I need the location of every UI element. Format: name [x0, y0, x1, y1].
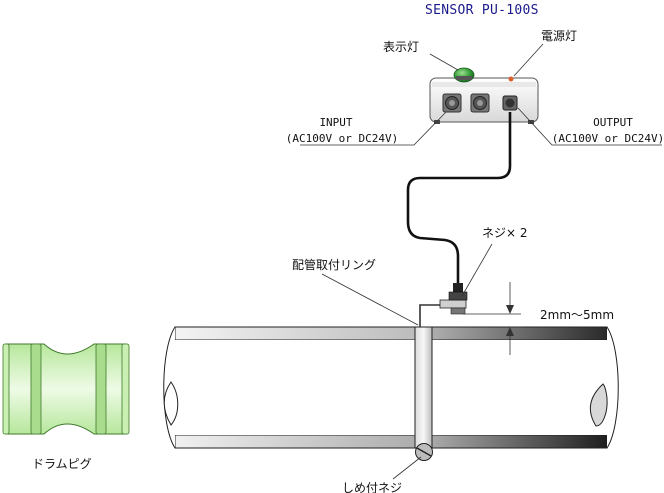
sensor-box: [429, 67, 539, 124]
pipe: [163, 326, 619, 449]
input-connector-icon: [442, 93, 462, 113]
screws-label: ネジ× 2: [482, 226, 528, 240]
gap-label: 2mm～5mm: [540, 308, 614, 322]
indicator-lamp-label: 表示灯: [383, 40, 419, 54]
diagram-title: SENSOR PU-100S: [425, 3, 539, 18]
probe-sensor: [448, 283, 468, 315]
sensor-cable: [406, 112, 512, 284]
middle-connector-icon: [470, 93, 490, 113]
drum-pig-label: ドラムピグ: [32, 457, 92, 471]
power-lamp-label: 電源灯: [541, 29, 577, 43]
input-title-label: INPUT: [319, 116, 352, 129]
tightening-screw-icon: [415, 443, 433, 461]
tightening-screw-label: しめ付ネジ: [342, 481, 402, 493]
output-connector-icon: [502, 95, 518, 111]
input-spec-label: (AC100V or DC24V): [286, 132, 399, 145]
output-title-label: OUTPUT: [593, 116, 633, 129]
power-lamp-icon: [508, 76, 514, 82]
output-spec-label: (AC100V or DC24V): [552, 132, 664, 145]
gap-dimension: [463, 282, 521, 355]
mounting-ring-label: 配管取付リング: [292, 257, 376, 272]
drum-pig-icon: [2, 343, 130, 435]
